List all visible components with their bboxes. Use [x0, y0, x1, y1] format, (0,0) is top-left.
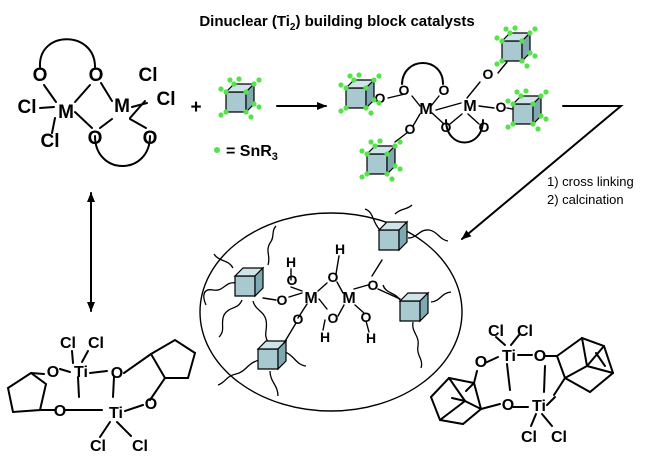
metal-atom: M: [419, 101, 432, 118]
oxygen-atom: O: [496, 99, 507, 115]
oxygen-atom: O: [143, 128, 158, 149]
oxygen-atom: O: [439, 82, 450, 98]
metal-atom: M: [114, 96, 130, 117]
dinuclear-complex-generic: O O M M Cl Cl Cl Cl O O: [18, 38, 176, 167]
chlorine-atom: Cl: [157, 89, 176, 110]
metal-atom: M: [463, 98, 476, 115]
chlorine-atom: Cl: [41, 131, 60, 152]
hydrogen-atom: H: [320, 329, 330, 345]
oxygen-atom: O: [441, 119, 452, 135]
hydrogen-atom: H: [286, 254, 296, 270]
oxygen-atom: O: [293, 311, 304, 327]
titanium-atom: Ti: [109, 405, 123, 422]
oxygen-atom: O: [368, 277, 379, 293]
grafted-cube-right: [505, 88, 548, 131]
oxygen-atom: O: [361, 309, 372, 325]
metal-atom: M: [342, 290, 355, 307]
oxygen-atom: O: [287, 272, 298, 288]
grafted-cube-top: [494, 25, 537, 68]
oxygen-atom: O: [33, 65, 48, 86]
chlorine-atom: Cl: [551, 429, 567, 446]
ti-cyclopentanediolate-complex: Cl Cl O Ti O O Ti O Cl Cl: [6, 335, 197, 455]
tin-dot-legend-icon: [214, 147, 220, 153]
grafted-cube-bottom: [359, 138, 402, 181]
chlorine-atom: Cl: [18, 97, 37, 118]
oxygen-atom: O: [47, 364, 59, 381]
chlorine-atom: Cl: [521, 429, 537, 446]
oxygen-atom: O: [479, 119, 490, 135]
oxygen-atom: O: [475, 354, 487, 371]
titanium-atom: Ti: [74, 364, 88, 381]
silsesquioxane-cube-reagent: [218, 76, 261, 119]
oxygen-atom: O: [502, 397, 514, 414]
chlorine-atom: Cl: [90, 438, 106, 451]
oxygen-atom: O: [375, 90, 386, 106]
hydrogen-atom: H: [366, 330, 376, 346]
oxygen-atom: O: [534, 348, 546, 365]
chlorine-atom: Cl: [517, 323, 533, 340]
titanium-atom: Ti: [502, 348, 516, 365]
oxygen-atom: O: [89, 65, 104, 86]
chlorine-atom: Cl: [488, 323, 504, 340]
grafted-complex: O O O M M O O O O O: [375, 61, 513, 144]
oxygen-atom: O: [54, 403, 66, 420]
chlorine-atom: Cl: [132, 438, 148, 451]
oxygen-atom: O: [145, 396, 157, 413]
chlorine-atom: Cl: [60, 335, 76, 352]
step-cross-linking: 1) cross linking: [547, 174, 634, 189]
oxygen-atom: O: [328, 310, 339, 326]
chlorine-atom: Cl: [139, 65, 158, 86]
ti-bicyclic-diolate-complex: Cl Cl O Ti O O Ti Cl Cl: [429, 323, 615, 446]
step-calcination: 2) calcination: [547, 192, 624, 207]
oxygen-atom: O: [399, 82, 410, 98]
oxygen-atom: O: [277, 292, 288, 308]
chlorine-atom: Cl: [88, 335, 104, 352]
crosslinked-network: H O O M O H M O O O H O H: [199, 204, 463, 412]
plus-sign: +: [190, 97, 201, 118]
hydrogen-atom: H: [335, 241, 345, 257]
tin-legend-label: = SnR3: [226, 143, 278, 163]
oxygen-atom: O: [483, 66, 494, 82]
metal-atom: M: [304, 290, 317, 307]
metal-atom: M: [58, 102, 74, 123]
oxygen-atom: O: [88, 128, 103, 149]
oxygen-atom: O: [328, 269, 339, 285]
scheme-title: Dinuclear (Ti2) building block catalysts: [199, 13, 474, 33]
titanium-atom: Ti: [532, 398, 546, 415]
oxygen-atom: O: [111, 365, 123, 382]
crosslink-arrow: [461, 105, 624, 240]
oxygen-atom: O: [405, 121, 416, 137]
